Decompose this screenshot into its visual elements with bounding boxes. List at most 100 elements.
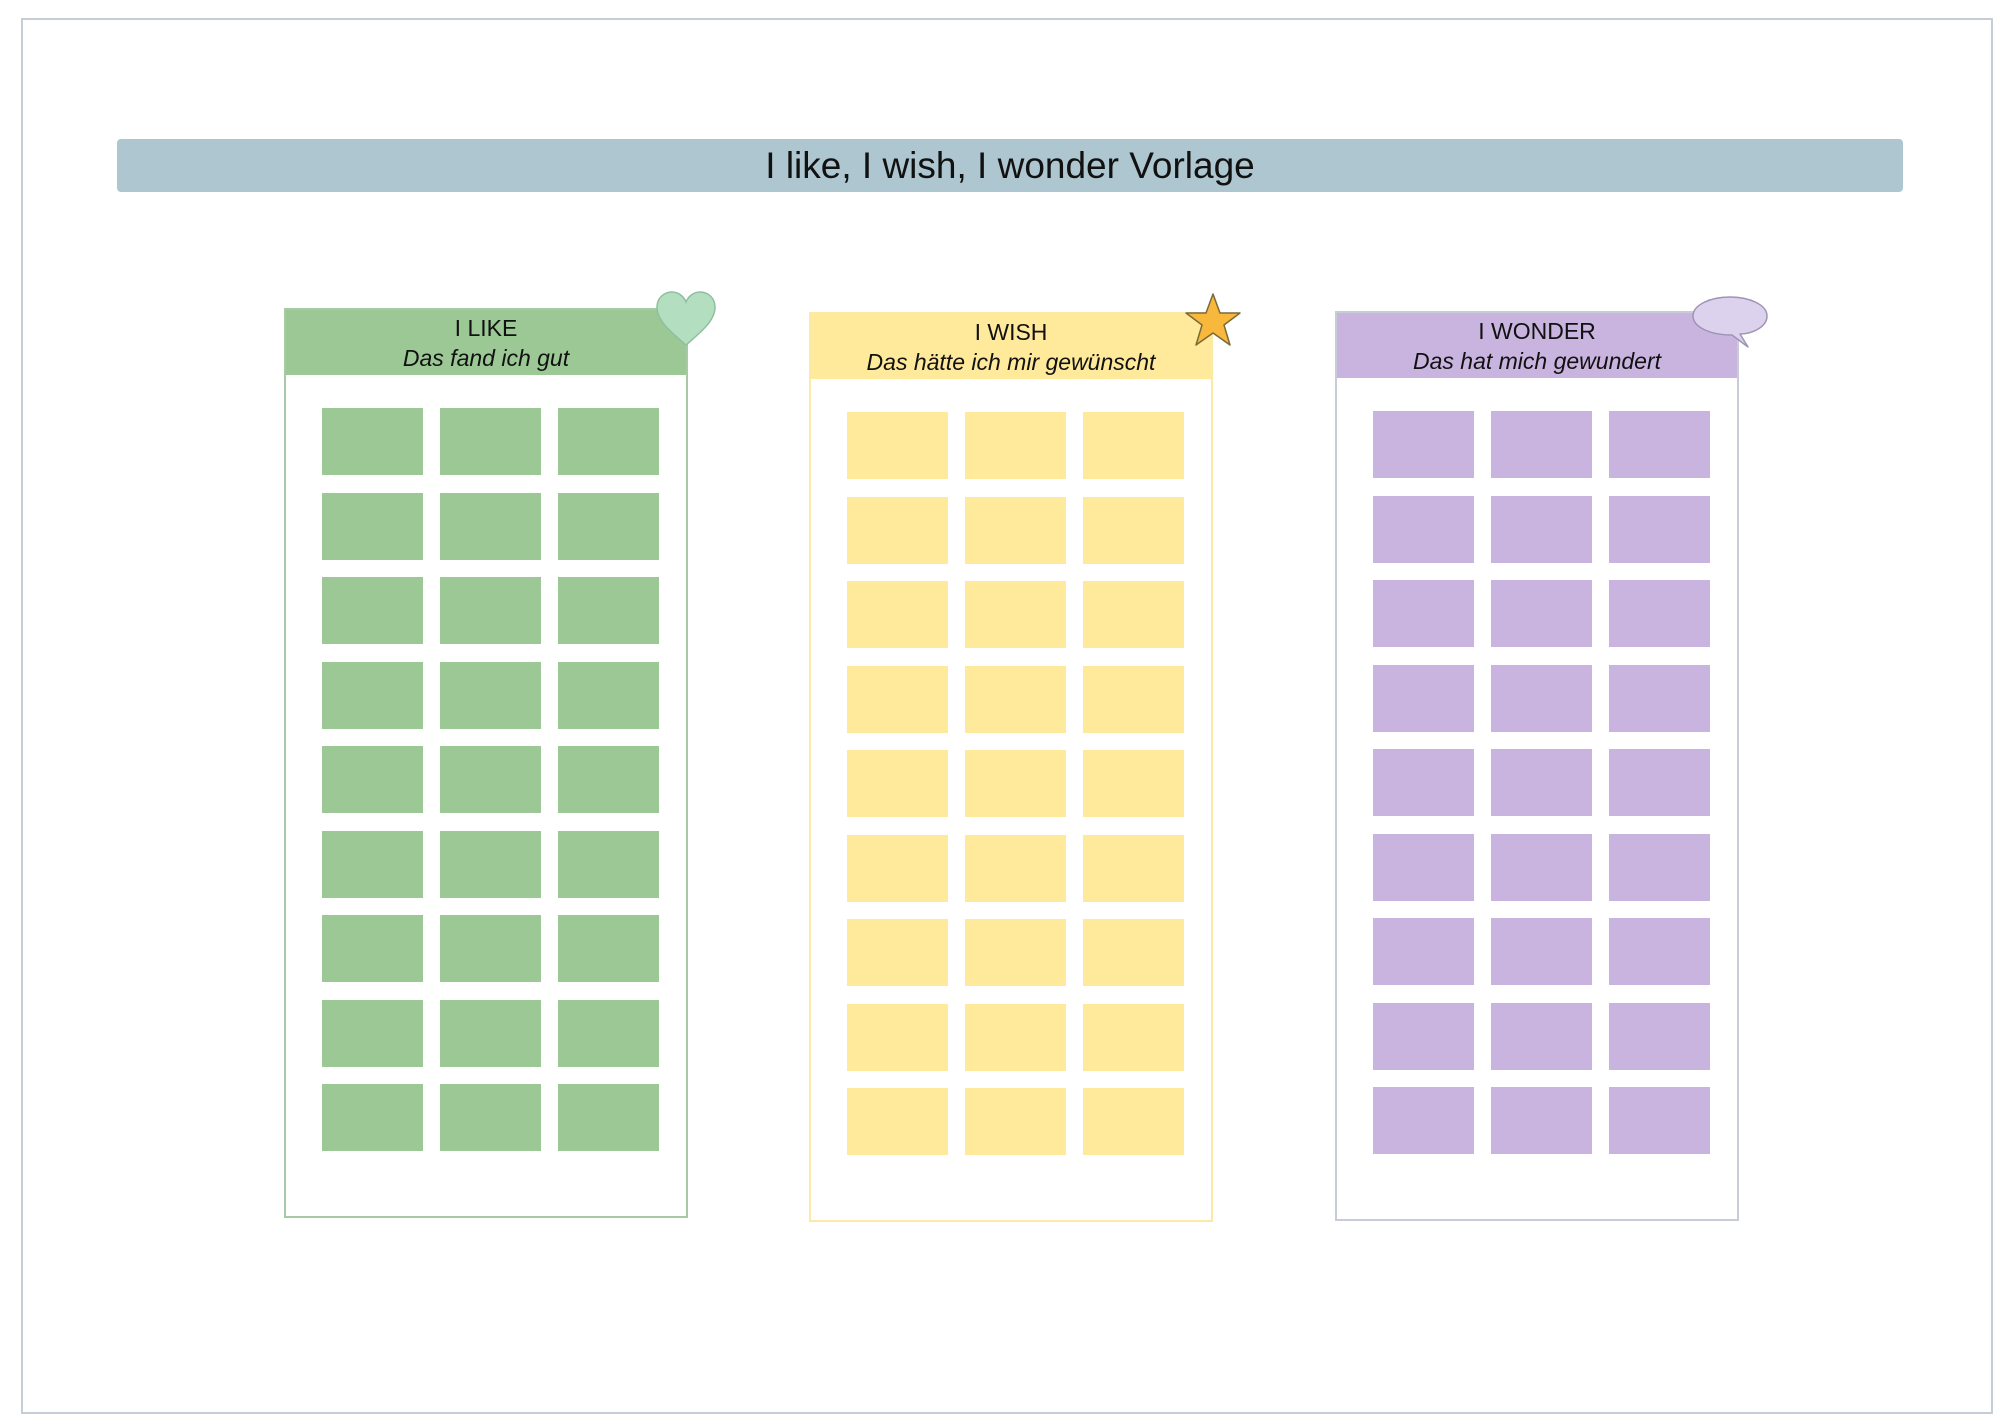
sticky-note-wish[interactable] bbox=[965, 412, 1066, 479]
column-title-like: I LIKE bbox=[454, 314, 518, 341]
sticky-note-wonder[interactable] bbox=[1373, 833, 1474, 901]
sticky-note-like[interactable] bbox=[558, 408, 659, 475]
sticky-note-like[interactable] bbox=[440, 915, 541, 982]
sticky-note-wonder[interactable] bbox=[1609, 495, 1710, 563]
sticky-note-wish[interactable] bbox=[1083, 1003, 1184, 1071]
sticky-note-wonder[interactable] bbox=[1491, 495, 1592, 563]
sticky-note-wonder[interactable] bbox=[1491, 580, 1592, 647]
sticky-note-wonder[interactable] bbox=[1609, 580, 1710, 647]
sticky-note-wonder[interactable] bbox=[1491, 918, 1592, 985]
sticky-note-wonder[interactable] bbox=[1373, 664, 1474, 732]
sticky-note-wonder[interactable] bbox=[1609, 749, 1710, 816]
sticky-note-like[interactable] bbox=[558, 830, 659, 898]
sticky-note-wish[interactable] bbox=[965, 1088, 1066, 1155]
column-like: I LIKE Das fand ich gut bbox=[284, 308, 688, 1218]
sticky-note-wonder[interactable] bbox=[1491, 1087, 1592, 1154]
sticky-note-wish[interactable] bbox=[965, 496, 1066, 564]
sticky-note-wish[interactable] bbox=[1083, 750, 1184, 817]
sticky-note-wonder[interactable] bbox=[1373, 918, 1474, 985]
sticky-note-wish[interactable] bbox=[847, 581, 948, 648]
sticky-note-wonder[interactable] bbox=[1373, 1002, 1474, 1070]
column-wonder: I WONDER Das hat mich gewundert bbox=[1335, 311, 1739, 1221]
card-grid-wonder bbox=[1373, 411, 1710, 1154]
sticky-note-like[interactable] bbox=[322, 830, 423, 898]
sticky-note-like[interactable] bbox=[322, 746, 423, 813]
sticky-note-wish[interactable] bbox=[1083, 496, 1184, 564]
sticky-note-wish[interactable] bbox=[1083, 665, 1184, 733]
star-icon bbox=[1185, 293, 1241, 346]
sticky-note-like[interactable] bbox=[440, 830, 541, 898]
sticky-note-like[interactable] bbox=[322, 577, 423, 644]
sticky-note-wonder[interactable] bbox=[1373, 495, 1474, 563]
sticky-note-wish[interactable] bbox=[1083, 919, 1184, 986]
sticky-note-wonder[interactable] bbox=[1491, 664, 1592, 732]
sticky-note-wish[interactable] bbox=[965, 581, 1066, 648]
sticky-note-like[interactable] bbox=[440, 746, 541, 813]
sticky-note-wish[interactable] bbox=[1083, 581, 1184, 648]
sticky-note-like[interactable] bbox=[440, 408, 541, 475]
sticky-note-wonder[interactable] bbox=[1491, 411, 1592, 478]
sticky-note-like[interactable] bbox=[558, 577, 659, 644]
sticky-note-like[interactable] bbox=[558, 492, 659, 560]
sticky-note-wish[interactable] bbox=[847, 834, 948, 902]
sticky-note-wish[interactable] bbox=[965, 919, 1066, 986]
sticky-note-like[interactable] bbox=[558, 1084, 659, 1151]
sticky-note-like[interactable] bbox=[558, 999, 659, 1067]
sticky-note-wish[interactable] bbox=[847, 412, 948, 479]
column-title-wish: I WISH bbox=[974, 318, 1048, 345]
title-bar: I like, I wish, I wonder Vorlage bbox=[117, 139, 1903, 192]
sticky-note-like[interactable] bbox=[440, 661, 541, 729]
sticky-note-wish[interactable] bbox=[1083, 1088, 1184, 1155]
sticky-note-like[interactable] bbox=[440, 577, 541, 644]
sticky-note-like[interactable] bbox=[322, 408, 423, 475]
sticky-note-wonder[interactable] bbox=[1491, 1002, 1592, 1070]
sticky-note-like[interactable] bbox=[440, 1084, 541, 1151]
column-header-like: I LIKE Das fand ich gut bbox=[286, 310, 686, 375]
sticky-note-wonder[interactable] bbox=[1609, 664, 1710, 732]
speech-bubble-icon bbox=[1692, 296, 1768, 348]
sticky-note-wish[interactable] bbox=[847, 665, 948, 733]
sticky-note-wonder[interactable] bbox=[1373, 1087, 1474, 1154]
sticky-note-wonder[interactable] bbox=[1609, 918, 1710, 985]
sticky-note-wish[interactable] bbox=[847, 1003, 948, 1071]
sticky-note-wish[interactable] bbox=[965, 750, 1066, 817]
sticky-note-wish[interactable] bbox=[847, 750, 948, 817]
sticky-note-like[interactable] bbox=[558, 915, 659, 982]
sticky-note-wish[interactable] bbox=[965, 665, 1066, 733]
sticky-note-wonder[interactable] bbox=[1373, 580, 1474, 647]
sticky-note-like[interactable] bbox=[322, 999, 423, 1067]
column-header-wonder: I WONDER Das hat mich gewundert bbox=[1337, 313, 1737, 378]
sticky-note-wonder[interactable] bbox=[1491, 833, 1592, 901]
sticky-note-wish[interactable] bbox=[847, 919, 948, 986]
sticky-note-wish[interactable] bbox=[965, 834, 1066, 902]
sticky-note-wonder[interactable] bbox=[1609, 1087, 1710, 1154]
column-wish: I WISH Das hätte ich mir gewünscht bbox=[809, 312, 1213, 1222]
sticky-note-like[interactable] bbox=[558, 746, 659, 813]
column-subtitle-wonder: Das hat mich gewundert bbox=[1412, 347, 1661, 374]
sticky-note-wonder[interactable] bbox=[1609, 833, 1710, 901]
sticky-note-like[interactable] bbox=[558, 661, 659, 729]
column-header-wish: I WISH Das hätte ich mir gewünscht bbox=[811, 314, 1211, 379]
sticky-note-like[interactable] bbox=[322, 492, 423, 560]
page-title: I like, I wish, I wonder Vorlage bbox=[765, 144, 1255, 186]
sticky-note-like[interactable] bbox=[440, 492, 541, 560]
sticky-note-wish[interactable] bbox=[1083, 834, 1184, 902]
sticky-note-wonder[interactable] bbox=[1373, 411, 1474, 478]
column-subtitle-like: Das fand ich gut bbox=[402, 344, 570, 371]
heart-icon bbox=[656, 291, 716, 346]
sticky-note-wonder[interactable] bbox=[1609, 411, 1710, 478]
column-subtitle-wish: Das hätte ich mir gewünscht bbox=[866, 348, 1156, 375]
sticky-note-wonder[interactable] bbox=[1373, 749, 1474, 816]
sticky-note-like[interactable] bbox=[322, 915, 423, 982]
sticky-note-wish[interactable] bbox=[847, 496, 948, 564]
sticky-note-wonder[interactable] bbox=[1491, 749, 1592, 816]
sticky-note-wish[interactable] bbox=[847, 1088, 948, 1155]
sticky-note-wish[interactable] bbox=[965, 1003, 1066, 1071]
card-grid-like bbox=[322, 408, 659, 1151]
card-grid-wish bbox=[847, 412, 1184, 1155]
sticky-note-wonder[interactable] bbox=[1609, 1002, 1710, 1070]
sticky-note-like[interactable] bbox=[322, 661, 423, 729]
sticky-note-like[interactable] bbox=[440, 999, 541, 1067]
sticky-note-like[interactable] bbox=[322, 1084, 423, 1151]
sticky-note-wish[interactable] bbox=[1083, 412, 1184, 479]
